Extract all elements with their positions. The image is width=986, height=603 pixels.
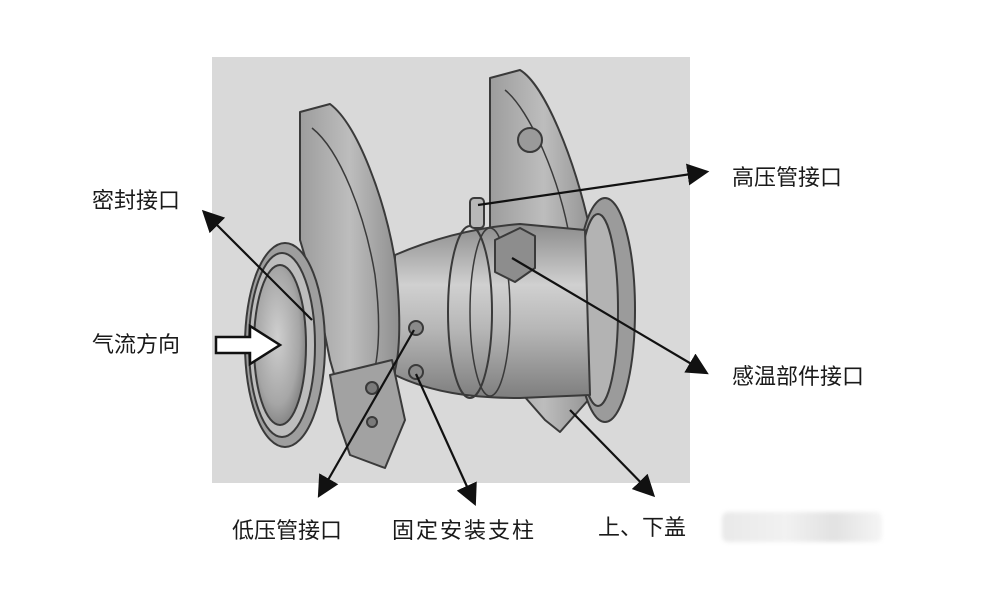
foot-hole-1 — [365, 381, 379, 395]
high-pressure-nozzle — [469, 197, 485, 229]
body-ring-2 — [469, 227, 511, 397]
label-low-pressure-port: 低压管接口 — [232, 519, 342, 544]
label-mount-post: 固定安装支柱 — [392, 519, 536, 544]
label-sensor-port: 感温部件接口 — [732, 365, 864, 390]
label-seal-interface: 密封接口 — [92, 189, 180, 214]
hollow-right-arrow-icon — [214, 323, 283, 367]
leader-mount-post — [414, 373, 477, 507]
label-cover: 上、下盖 — [598, 516, 686, 541]
leader-low-pressure-port — [317, 329, 415, 498]
label-high-pressure-port: 高压管接口 — [732, 166, 842, 191]
leader-cover — [569, 409, 656, 498]
foot-hole-2 — [366, 416, 378, 428]
sensor-boss — [494, 227, 536, 283]
left-plate-inner-edge — [311, 127, 380, 386]
valve-body-illustration — [244, 69, 636, 469]
mount-post-2 — [408, 364, 424, 380]
leader-sensor-port — [511, 257, 709, 375]
label-airflow-direction: 气流方向 — [92, 333, 180, 358]
plate-hole — [517, 127, 543, 153]
leader-lines — [201, 163, 710, 507]
leader-seal-interface — [201, 209, 313, 321]
blurred-text-region — [722, 512, 882, 542]
mounting-foot — [329, 359, 406, 469]
leader-high-pressure-port — [477, 163, 710, 207]
